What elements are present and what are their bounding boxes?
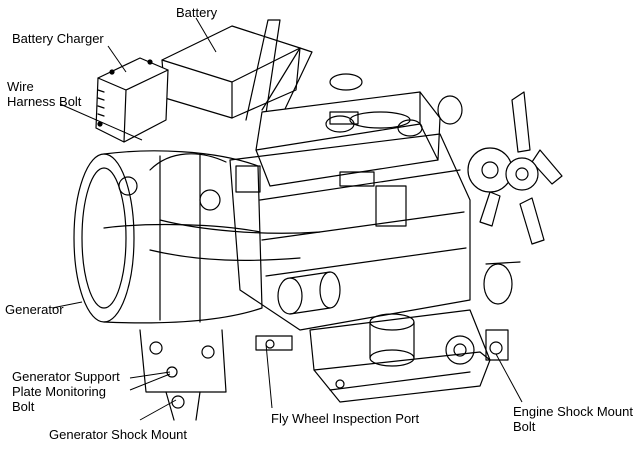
leader-fly-wheel — [265, 343, 273, 409]
label-generator-support-line2: Plate Monitoring — [12, 384, 106, 399]
frame-rails — [139, 19, 313, 421]
leader-battery-charger — [107, 45, 127, 73]
label-wire-harness-bolt-line2: Harness Bolt — [7, 94, 82, 109]
label-battery: Battery — [176, 5, 218, 20]
label-wire-harness-bolt: Wire Harness Bolt — [7, 79, 81, 109]
cooling-fan — [479, 91, 563, 245]
leader-gen-support-a — [129, 371, 171, 379]
leader-gen-shock-mount — [139, 399, 177, 421]
oil-filter — [369, 313, 415, 367]
generator-mount-details — [149, 335, 293, 409]
label-engine-shock-mount-line2: Bolt — [513, 419, 536, 434]
generator-body — [73, 150, 263, 324]
label-battery-charger: Battery Charger — [12, 31, 104, 46]
label-engine-shock-mount-line1: Engine Shock Mount — [513, 404, 633, 419]
label-generator-support-line3: Bolt — [12, 399, 35, 414]
leader-wire-harness-bolt — [59, 103, 143, 141]
label-generator-shock-mount: Generator Shock Mount — [49, 427, 188, 442]
label-generator: Generator — [5, 302, 64, 317]
engine-block — [149, 73, 471, 331]
label-wire-harness-bolt-line1: Wire — [7, 79, 34, 94]
label-generator-support-plate-monitoring-bolt: Generator Support Plate Monitoring Bolt — [12, 369, 120, 414]
leader-battery — [195, 17, 217, 53]
battery-charger-shape — [95, 57, 169, 143]
battery-shape — [161, 25, 301, 119]
leader-generator — [51, 301, 83, 309]
label-generator-support-line1: Generator Support — [12, 369, 120, 384]
leader-engine-shock-mount — [495, 353, 523, 403]
label-engine-shock-mount-bolt: Engine Shock Mount Bolt — [513, 404, 633, 434]
label-fly-wheel-inspection-port: Fly Wheel Inspection Port — [271, 411, 420, 426]
leader-gen-support-b — [129, 373, 171, 391]
starter-motor — [277, 271, 341, 315]
oil-pan — [309, 309, 491, 403]
